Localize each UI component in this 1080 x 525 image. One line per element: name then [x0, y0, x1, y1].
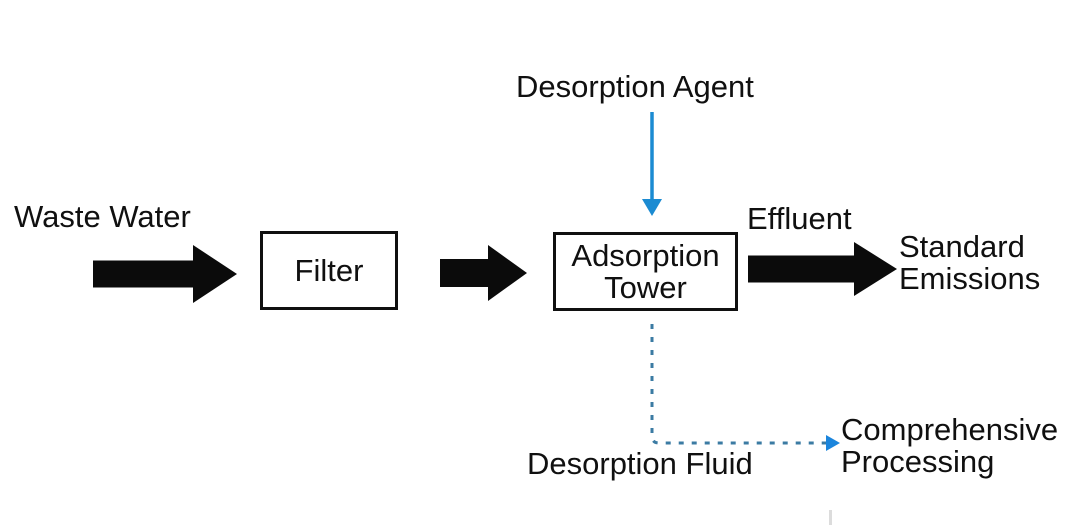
tower-to-emissions-arrow-icon: [748, 242, 897, 296]
standard-emissions-label: Standard Emissions: [899, 229, 1041, 296]
comprehensive-processing-label: Comprehensive Processing: [841, 412, 1059, 479]
filter-to-tower-arrow-icon: [440, 245, 527, 301]
desorption-fluid-dashed-arrow-icon: [650, 324, 840, 451]
waste-water-label: Waste Water: [14, 199, 191, 234]
adsorption-tower-node-box: Adsorption Tower: [553, 232, 738, 311]
filter-node-box: Filter: [260, 231, 398, 310]
filter-node-label: Filter: [294, 252, 364, 288]
adsorption-tower-node-label: Adsorption Tower: [571, 237, 720, 305]
effluent-label: Effluent: [747, 201, 852, 236]
desorption-agent-down-arrow-icon: [642, 112, 662, 216]
desorption-agent-label: Desorption Agent: [516, 69, 754, 104]
waste-water-to-filter-arrow-icon: [93, 245, 237, 303]
scan-artifact-line: [829, 510, 832, 525]
desorption-fluid-label: Desorption Fluid: [527, 446, 753, 481]
